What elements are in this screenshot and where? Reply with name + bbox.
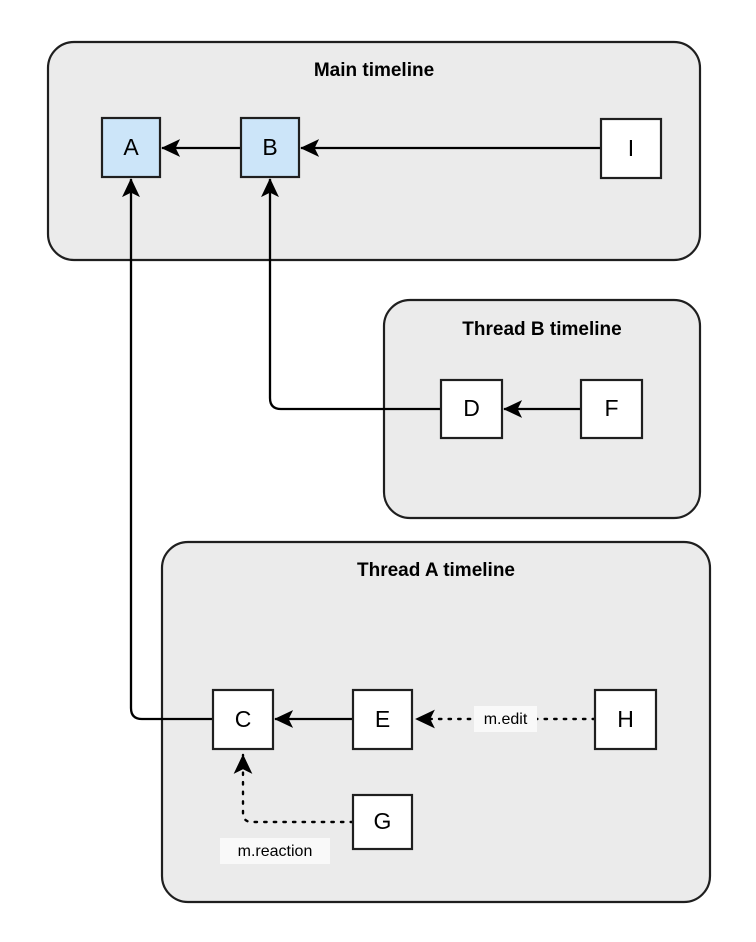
node-c[interactable]: C [211,688,275,751]
node-i-box[interactable] [599,117,663,180]
edge-g-to-c [233,753,355,824]
group-thread-b-timeline-title: Thread B timeline [462,319,621,340]
node-a-box[interactable] [100,116,162,179]
node-d-box[interactable] [439,378,504,440]
group-thread-a-timeline: Thread A timeline [160,540,712,904]
group-thread-a-timeline-box [160,540,712,904]
node-e[interactable]: E [351,688,414,751]
node-h[interactable]: H [593,688,658,751]
node-b[interactable]: B [239,116,301,179]
edge-c-to-a [122,178,213,721]
node-f-label: F [604,395,618,421]
edge-label-m-edit: m.edit [474,706,537,732]
node-i[interactable]: I [599,117,663,180]
node-g[interactable]: G [351,793,414,851]
node-e-box[interactable] [351,688,414,751]
node-h-box[interactable] [593,688,658,751]
node-h-label: H [617,706,634,732]
node-b-label: B [262,134,277,160]
node-g-label: G [374,808,392,834]
node-g-box[interactable] [351,793,414,851]
edge-label-m-edit-backing [474,706,537,732]
node-c-box[interactable] [211,688,275,751]
group-main-timeline: Main timeline [46,40,702,262]
group-thread-a-timeline-title: Thread A timeline [357,560,515,581]
edge-label-m-reaction-backing [220,838,330,864]
node-d[interactable]: D [439,378,504,440]
edge-d-to-b [261,178,441,411]
edge-label-m-reaction: m.reaction [220,838,330,864]
group-main-timeline-box [46,40,702,262]
node-i-label: I [628,135,634,161]
group-main-timeline-title: Main timeline [314,60,434,81]
node-d-label: D [463,395,480,421]
edge-label-m-reaction-text: m.reaction [238,843,313,860]
node-f-box[interactable] [579,378,644,440]
node-f[interactable]: F [579,378,644,440]
node-e-label: E [375,706,390,732]
edge-label-m-edit-text: m.edit [484,711,528,728]
node-c-label: C [235,706,252,732]
node-a-label: A [123,134,139,160]
node-a[interactable]: A [100,116,162,179]
node-b-box[interactable] [239,116,301,179]
